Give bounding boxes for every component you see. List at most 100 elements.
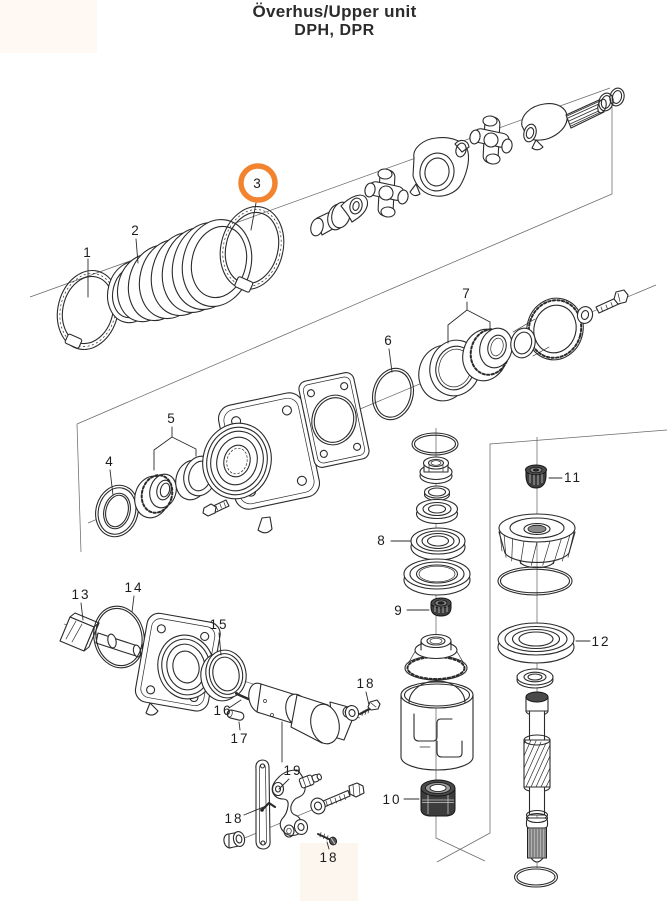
callout-8-label[interactable]: 8 [377,533,387,548]
callout-17[interactable]: 17 [230,721,249,746]
hose-clamp-large [219,206,285,293]
bolt-washer [310,797,326,815]
lock-nut-11 [525,464,547,489]
callout-8[interactable]: 8 [377,533,412,548]
callout-13-label[interactable]: 13 [71,587,90,602]
callout-12[interactable]: 12 [575,634,611,649]
callout-10[interactable]: 10 [382,792,420,807]
bevel-gear-pinion [498,513,576,569]
callout-1-label[interactable]: 1 [83,245,93,260]
callout-2[interactable]: 2 [131,223,141,264]
callout-12-label[interactable]: 12 [591,634,610,649]
callout-7[interactable]: 7 [447,286,491,344]
cylinder-screw [358,699,381,716]
taper-bearing-5 [134,473,177,519]
gasket [298,372,370,468]
circlip-rings [598,87,625,112]
vertical-gear-stack [400,432,474,817]
callout-16[interactable]: 16 [213,699,242,718]
callout-3-label[interactable]: 3 [253,176,263,191]
callout-18a-label[interactable]: 18 [356,676,375,691]
lever-shaft [95,632,142,658]
clip-18 [260,801,277,812]
callout-5-label[interactable]: 5 [167,411,177,426]
highlight-circle [238,163,278,203]
callouts: 1 2 3 4 5 6 [71,163,611,865]
callout-14[interactable]: 14 [124,580,143,613]
callout-14-label[interactable]: 14 [124,580,143,595]
shaft-washer [516,668,554,689]
bellows [106,218,253,324]
scan-tint-bottom [300,843,358,901]
callout-6-label[interactable]: 6 [384,333,394,348]
callout-9-label[interactable]: 9 [394,603,404,618]
callout-18c-label[interactable]: 18 [319,850,338,865]
callout-5[interactable]: 5 [153,411,197,471]
sleeve-nut-10 [420,779,456,817]
shift-drum [400,680,474,771]
piston-cylinder [248,682,356,745]
geared-hub [510,297,584,361]
u-joint-cross-2 [469,115,513,165]
o-ring-14 [93,605,145,669]
callout-11-label[interactable]: 11 [564,470,582,485]
callout-11[interactable]: 11 [548,470,582,485]
taper-bearing-7 [462,327,513,382]
callout-15-label[interactable]: 15 [209,617,228,632]
vertical-drive-shaft [523,691,551,863]
bearing-race-washer [415,498,459,525]
callout-18-cylinder[interactable]: 18 [356,676,375,706]
u-joint-cross-1 [364,168,409,218]
yoke-flange [310,194,369,237]
o-ring-6 [371,367,415,421]
middle-bearing-housing-assembly [95,289,629,538]
bracket-screw [317,832,338,846]
seal-washer [423,485,451,502]
o-ring-shaft-bottom [513,866,559,888]
upper-driveshaft-assembly [56,87,625,351]
o-ring-pinion [497,566,573,596]
page-title: Överhus/Upper unit DPH, DPR [0,2,669,40]
housing-bolt [202,499,230,517]
bevel-gear-mid [404,633,468,681]
callout-18-clip[interactable]: 18 [224,805,267,826]
seal-ring-4 [95,484,139,538]
callout-13[interactable]: 13 [71,587,90,621]
callout-15[interactable]: 15 [209,617,228,656]
callout-2-label[interactable]: 2 [131,223,141,238]
ball-bearing-8 [410,527,466,561]
callout-4[interactable]: 4 [105,454,115,496]
ball-bearing-12 [497,622,575,664]
link-bolt [321,782,365,808]
center-yoke [409,137,470,197]
callout-9[interactable]: 9 [394,603,430,618]
title-line2: DPH, DPR [294,22,375,39]
hub-bolt [595,289,629,314]
pinion-gear-stack [497,464,576,888]
callout-18b-label[interactable]: 18 [224,811,243,826]
title-line1: Överhus/Upper unit [252,2,417,21]
grease-nipple [298,773,322,789]
callout-6[interactable]: 6 [384,333,394,373]
spacer-ring [403,558,471,596]
cylinder-washer [344,704,360,722]
actuator-housing [134,612,221,716]
callout-19-label[interactable]: 19 [283,763,302,778]
callout-1[interactable]: 1 [83,245,93,298]
callout-3-highlighted[interactable]: 3 [238,163,278,231]
callout-18-screw[interactable]: 18 [319,841,338,865]
roller-pin-17 [226,709,245,721]
callout-10-label[interactable]: 10 [382,792,401,807]
small-washer [293,818,309,836]
callout-7-label[interactable]: 7 [462,286,472,301]
flange-lock-nut [419,456,453,485]
end-yoke-splined-shaft [521,98,607,151]
o-ring-top [411,432,459,456]
callout-19[interactable]: 19 [278,721,303,790]
scan-tint-top [0,0,97,53]
callout-16-label[interactable]: 16 [213,703,232,718]
s-link-plate [271,769,306,838]
callout-17-label[interactable]: 17 [230,731,249,746]
callout-4-label[interactable]: 4 [105,454,115,469]
